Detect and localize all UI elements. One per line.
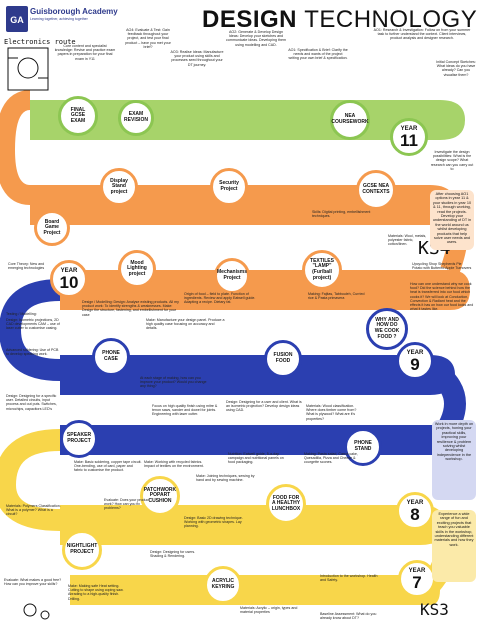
design-analyse-text: Design / Modelling: Design: Analyse exis…: [82, 300, 179, 317]
academy-shield-icon: GA: [6, 6, 28, 32]
make-basic-text: Make: Basic soldering, copper tape circu…: [74, 460, 142, 473]
investigate-text: Investigate the design possibilities: Wh…: [430, 150, 474, 171]
year-number: 11: [400, 130, 418, 150]
origin-food-text: Origin of food – field to plate. Functio…: [184, 292, 256, 305]
focus-quality-text: Focus on high quality finish using mitre…: [152, 404, 218, 417]
title-light: TECHNOLOGY: [304, 6, 477, 33]
design-spec-text: Design: Designing for a specific user. D…: [6, 394, 57, 411]
design-speaker-text: Design: Designing for a user and client.…: [226, 400, 302, 413]
cake-tips-text: Making: Fajitas, Tabbouleh, Curried rice…: [308, 292, 365, 301]
ao3-text: AO3: Realise Ideas: Manufacture your pro…: [170, 50, 224, 67]
year-number: 7: [412, 572, 422, 592]
ao1-research-text: AO1: Research & Investigation: Follow on…: [373, 28, 471, 41]
board-game-node: Board Game Project: [34, 210, 70, 246]
intro-workshop-text: Introduction to the workshop. Health and…: [320, 574, 378, 583]
fusion-food-node: FUSION FOOD: [264, 340, 302, 378]
initial-sketches-text: Initial Concept Sketches: What ideas do …: [436, 60, 476, 77]
after-choosing-note: After choosing AO1 options in year 11 & …: [430, 190, 474, 250]
gcse-nea-contexts-node: GCSE NEA CONTEXTS: [356, 170, 396, 210]
ao1-spec-text: AO1: Specification & Brief: Clarify the …: [288, 48, 348, 61]
make-joining-text: Make: Joining techniques, sewing by hand…: [196, 474, 255, 483]
academy-name: Guisborough Academy: [30, 7, 118, 16]
display-stand-node: Display Stand project: [100, 168, 138, 206]
healthy-lunchbox-node: FOOD FOR A HEALTHY LUNCHBOX: [266, 484, 306, 524]
work-depth-note: Work in more depth on projects, honing y…: [432, 420, 476, 500]
nea-contexts-text: How can one understand why we cook food?…: [410, 282, 474, 312]
acrylic-keyring-node: ACRYLIC KEYRING: [204, 566, 242, 604]
mechanisms-node: Mechanisms Project: [214, 258, 250, 294]
year-number: 10: [59, 272, 79, 292]
svg-text:GA: GA: [10, 15, 24, 25]
circuit-board-icon: [7, 47, 49, 91]
baseline-text: Baseline Assessment: What do you already…: [320, 612, 377, 621]
make-nightlight-text: Make: Making safe Heat setting. Cutting …: [68, 584, 124, 601]
bottom-gear-icon: [23, 603, 50, 620]
exam-revision-node: EXAM REVISION: [118, 100, 154, 136]
academy-tagline: Learning together, achieving together: [30, 17, 88, 21]
patchwork-cushion-node: PATCHWORK POPART CUSHION: [140, 476, 180, 516]
final-gcse-exam-node: FINAL GCSE EXAM: [58, 96, 98, 136]
evaluate-text: Evaluate: Does your product work? How ca…: [104, 498, 150, 511]
materials-fusion-text: Materials: Wood classification. Where do…: [306, 404, 357, 421]
experience-note: Experience a wide range of fun and excit…: [432, 510, 476, 582]
design-20-text: Design: Basic 2D drawing technique. Work…: [184, 516, 243, 529]
materials-poly-text: Materials: Polymers Classification. What…: [6, 504, 61, 517]
ao2-text: AO2: Generate & Develop Design Ideas: De…: [226, 30, 286, 47]
year-label: YEAR: [408, 567, 426, 574]
year-label: YEAR: [400, 125, 418, 132]
title-bold: DESIGN: [202, 6, 298, 33]
mood-lighting-node: Mood Lighting project: [118, 250, 156, 288]
nightlight-node: NIGHTLIGHT PROJECT: [62, 530, 102, 570]
why-cook-node: WHY AND HOW DO WE COOK FOOD ?: [366, 308, 408, 350]
year-10-badge: YEAR 10: [50, 260, 88, 298]
at-each-stage-text: At each stage of making, how can you imp…: [140, 376, 207, 389]
textiles-lamp-node: TEXTILES "LAMP" (Fur/ball project): [302, 250, 342, 290]
design-keyring-text: Design: Designing for users. Shading & R…: [150, 550, 196, 559]
skill-ladder-text: Skills: Digital printing, embellishment …: [312, 210, 371, 219]
making-food-text: Making: Pasta salad, Carrot cake, Quesad…: [304, 452, 358, 465]
core-content-text: Core content and specialist knowledge: R…: [54, 44, 116, 61]
nea-coursework-node: NEA COURSEWORK: [330, 100, 370, 140]
page-title: DESIGN TECHNOLOGY: [202, 6, 477, 34]
phone-stand-node: PHONE STAND: [344, 428, 382, 466]
year-number: 9: [410, 354, 420, 374]
upcycling-text: Upcycling Shop Shepherds Pie Potato with…: [412, 262, 472, 271]
year-label: YEAR: [406, 499, 424, 506]
testing-modelling-text: Testing / Modelling:: [6, 312, 37, 316]
evaluate-nightlight-text: Evaluate: What makes a good free? How ca…: [4, 578, 62, 587]
year-11-badge: YEAR 11: [390, 118, 428, 156]
make-patchwork-text: Make: Working with recycled fabrics. Imp…: [144, 460, 204, 469]
ks3-label: KS3: [420, 600, 449, 619]
make-phone-case-text: Make: Manufacture your design panel. Pro…: [146, 318, 225, 331]
advanced-solder-text: Advanced soldering: Use of PCB to develo…: [6, 348, 59, 357]
year-label: YEAR: [406, 349, 424, 356]
isometric-text: Design: Isometric projections, 2D CAD de…: [6, 318, 60, 331]
year-7-badge: YEAR 7: [398, 560, 436, 598]
year-9-badge: YEAR 9: [396, 342, 434, 380]
speaker-project-node: SPEAKER PROJECT: [60, 420, 98, 458]
year10-core-text: Core Theory: New and emerging technologi…: [8, 262, 45, 271]
materials-note-text: Materials: Wool, metals, polyester fabri…: [388, 234, 427, 247]
phone-case-node: PHONE CASE: [92, 338, 130, 376]
ao4-text: AO4: Evaluate & Test: Gain feedback thro…: [125, 28, 171, 49]
year-number: 8: [410, 504, 420, 524]
year-label: YEAR: [60, 267, 78, 274]
materials-keyring-text: Materials: Acrylic – origin, types and m…: [240, 606, 298, 615]
security-project-node: Security Project: [210, 168, 248, 206]
route-label: Electronics route: [4, 38, 76, 46]
nutrition-text: Nutrition: Eatwell guide, 5-a-day campai…: [228, 452, 284, 465]
year-8-badge: YEAR 8: [396, 492, 434, 530]
